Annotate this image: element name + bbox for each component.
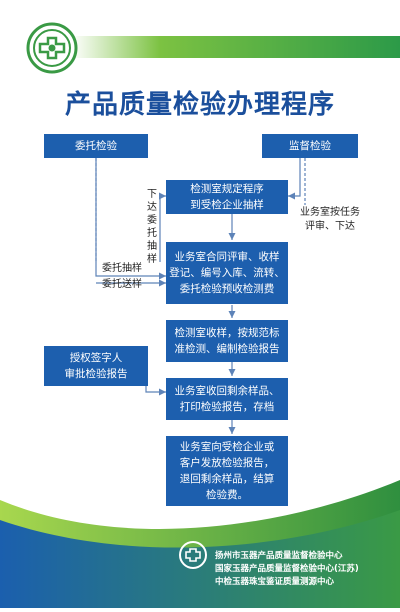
footer-org-line-1: 扬州市玉器产品质量监督检验中心	[215, 551, 343, 561]
entrust-sampling-label: 委托抽样	[102, 263, 142, 274]
footer-org-line-2: 国家玉器产品质量监督检验中心(江苏)	[215, 564, 359, 574]
lab-sampling-label: 检测室规定程序 到受检企业抽样	[190, 183, 264, 211]
entrust-inspection-box: 委托检验	[44, 134, 148, 158]
supervisory-inspection-box: 监督检验	[262, 134, 358, 158]
issue-report-box: 业务室向受检企业或 客户发放检验报告， 退回剩余样品，结算 检验费。	[166, 436, 288, 506]
supervisory-inspection-label: 监督检验	[289, 140, 331, 152]
issue-report-label: 业务室向受检企业或 客户发放检验报告， 退回剩余样品，结算 检验费。	[179, 441, 275, 501]
entrust-delivery-label: 委托送样	[102, 279, 142, 290]
page-title: 产品质量检验办理程序	[64, 90, 335, 120]
task-review-label: 业务室按任务 评审、下达	[300, 207, 360, 232]
lab-sampling-box: 检测室规定程序 到受检企业抽样	[166, 180, 288, 214]
footer-org-line-3: 中检玉器珠宝鉴证质量测源中心	[215, 577, 335, 587]
signatory-approval-box: 授权签字人 审批检验报告	[44, 346, 148, 386]
signatory-approval-label: 授权签字人 审批检验报告	[64, 352, 128, 380]
collect-report-box: 业务室收回剩余样品、 打印检验报告，存档	[166, 378, 288, 420]
flow-connectors	[95, 158, 306, 434]
lab-testing-label: 检测室收样，按规范标 准检测、编制检验报告	[174, 327, 280, 355]
footer-wave: 扬州市玉器产品质量监督检验中心 国家玉器产品质量监督检验中心(江苏) 中检玉器珠…	[0, 470, 400, 608]
center-logo-icon	[26, 22, 78, 74]
business-review-label: 业务室合同评审、收样 登记、编号入库、流转、 委托检验预收检测费	[169, 251, 285, 295]
business-review-box: 业务室合同评审、收样 登记、编号入库、流转、 委托检验预收检测费	[166, 242, 288, 304]
lab-testing-box: 检测室收样，按规范标 准检测、编制检验报告	[166, 320, 288, 362]
entrust-inspection-label: 委托检验	[75, 140, 117, 152]
header-green-band	[0, 36, 400, 58]
issue-sampling-label: 下达委托抽样	[147, 189, 157, 265]
collect-report-label: 业务室收回剩余样品、 打印检验报告，存档	[174, 385, 280, 413]
footer-logo-icon	[178, 540, 208, 570]
